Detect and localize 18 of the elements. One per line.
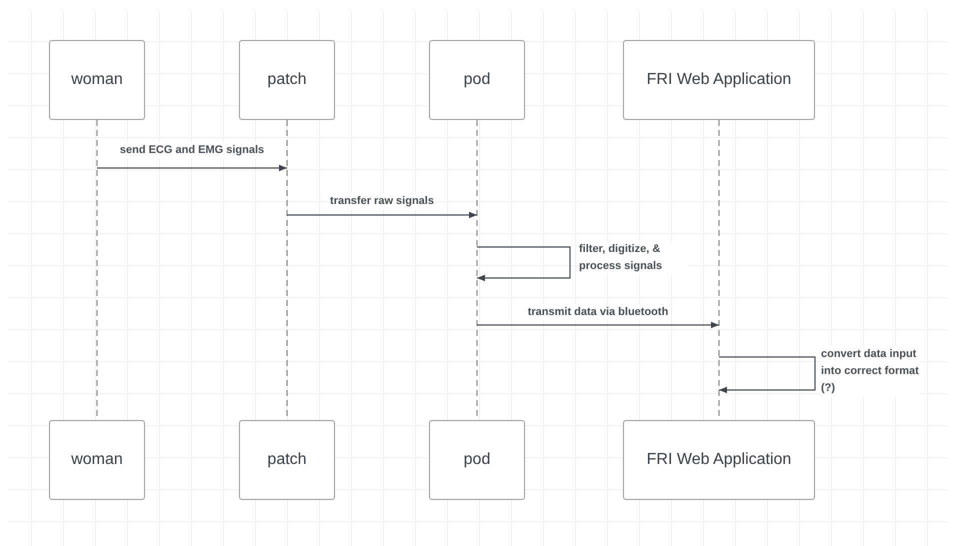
edge-label: transmit data via bluetooth [526, 304, 670, 321]
participant-box: FRI Web Application [623, 420, 815, 500]
participant-box: FRI Web Application [623, 40, 815, 120]
participant-box: pod [429, 40, 525, 120]
message-arrow [287, 212, 477, 218]
participant-box: patch [239, 40, 335, 120]
participant-box: pod [429, 420, 525, 500]
message-arrow [97, 164, 287, 172]
message-arrow [477, 322, 719, 328]
self-message-arrow [477, 246, 571, 282]
edge-label: convert data input into correct format (?) [820, 346, 920, 397]
participant-box: woman [49, 420, 145, 500]
participant-box: woman [49, 40, 145, 120]
edge-label: transfer raw signals [329, 193, 435, 210]
edge-label: send ECG and EMG signals [118, 142, 266, 159]
self-message-arrow [719, 356, 816, 394]
edge-label: filter, digitize, & process signals [578, 241, 688, 275]
participant-box: patch [239, 420, 335, 500]
